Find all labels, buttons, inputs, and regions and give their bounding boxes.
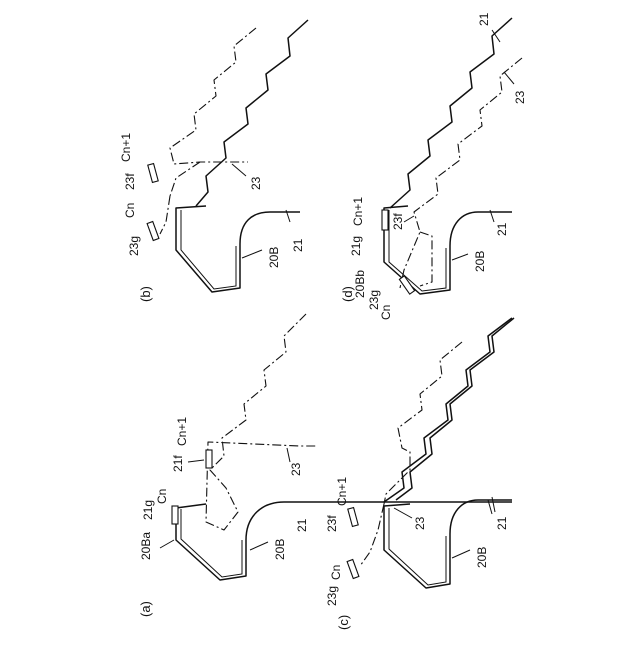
- panel-c-member-21: [396, 318, 514, 500]
- panel-d-leader-23f: [404, 216, 414, 222]
- panel-c-chip-cn: [347, 560, 359, 579]
- panel-d-member-23: [400, 58, 522, 288]
- panel-a-label-cn: Cn: [155, 489, 169, 504]
- panel-b-housing-inner: [181, 210, 236, 289]
- panel-b-chip-cn1: [148, 164, 158, 183]
- panel-b-label-23: 23: [249, 176, 263, 190]
- panel-c-leader-23: [394, 508, 412, 518]
- panel-d-label-21: 21: [477, 12, 491, 26]
- panel-a-leader-23: [287, 448, 290, 462]
- panel-a-leader-20ba: [160, 540, 174, 548]
- panel-a: (a) 20Ba 21g Cn 21f Cn+1 23 21 20B: [138, 314, 512, 617]
- panel-d-chip-cn1: [382, 210, 388, 230]
- panel-b-label-23g: 23g: [127, 236, 141, 256]
- panel-d-leader-23: [504, 72, 514, 84]
- panel-c-member-23-tail: [360, 504, 384, 566]
- panel-d-label-23f: 23f: [391, 213, 405, 230]
- panel-b-label-20b: 20B: [267, 247, 281, 268]
- panel-b-leader-20b: [242, 250, 262, 258]
- panel-d-label-21b: 21: [495, 222, 509, 236]
- panel-a-housing-outline: [176, 502, 512, 580]
- panel-a-caption: (a): [138, 601, 153, 617]
- panel-d-chip-cn: [399, 276, 414, 294]
- panel-b-label-23f: 23f: [123, 173, 137, 190]
- panel-c-label-23: 23: [413, 516, 427, 530]
- panel-d-label-cn1: Cn+1: [351, 197, 365, 226]
- panel-d-member-21: [390, 18, 512, 208]
- panel-d-leader-20b: [452, 254, 468, 260]
- panel-c-label-23g: 23g: [325, 586, 339, 606]
- panel-b-label-cn1: Cn+1: [119, 133, 133, 162]
- panel-d-label-cn: Cn: [379, 305, 393, 320]
- panel-d-label-20b: 20B: [473, 251, 487, 272]
- panel-c-leader-20b: [452, 550, 470, 558]
- panel-d-member-23-b: [420, 232, 432, 286]
- panel-a-chip-cn1: [206, 450, 212, 468]
- panel-c-member-23: [384, 342, 462, 504]
- panel-d-label-23: 23: [513, 90, 527, 104]
- panel-b-label-21: 21: [291, 238, 305, 252]
- panel-c: (c) 23g Cn 23f Cn+1 23 21 20B: [325, 318, 514, 630]
- panel-c-chip-cn1: [348, 508, 358, 527]
- panel-c-caption: (c): [336, 615, 351, 630]
- panel-b-housing-outline: [176, 206, 300, 292]
- panel-d-label-21g: 21g: [349, 236, 363, 256]
- panel-a-label-cn1: Cn+1: [175, 417, 189, 446]
- panel-a-label-21g: 21g: [141, 500, 155, 520]
- panel-b-label-cn: Cn: [123, 203, 137, 218]
- panel-a-leader-21f: [188, 460, 204, 462]
- panel-a-label-20b: 20B: [273, 539, 287, 560]
- panel-b-member-23: [170, 28, 256, 196]
- panel-b-caption: (b): [138, 286, 153, 302]
- panel-d: (d) 20Bb 23g Cn 21g Cn+1 23f 23 21 21 20…: [340, 12, 527, 320]
- panel-c-label-cn1: Cn+1: [335, 477, 349, 506]
- panel-a-label-20ba: 20Ba: [139, 532, 153, 560]
- panel-a-leader-20b: [250, 542, 268, 550]
- panel-b: (b) 23g Cn 23f Cn+1 23 21 20B: [119, 20, 308, 302]
- panel-b-member-23-tail: [160, 196, 170, 234]
- panel-b-chip-cn: [147, 222, 159, 241]
- panel-c-label-23f: 23f: [325, 515, 339, 532]
- panel-a-housing-inner: [181, 509, 242, 577]
- panel-a-label-21: 21: [295, 518, 309, 532]
- panel-a-chip-cn: [172, 506, 178, 524]
- panel-a-label-21f: 21f: [171, 455, 185, 472]
- panel-c-label-21: 21: [495, 516, 509, 530]
- panel-a-member-23: [206, 314, 318, 530]
- panel-a-label-23: 23: [289, 462, 303, 476]
- panel-c-label-cn: Cn: [329, 565, 343, 580]
- panel-d-label-20bb: 20Bb: [353, 270, 367, 298]
- panel-c-label-20b: 20B: [475, 547, 489, 568]
- panel-b-leader-23: [232, 164, 246, 176]
